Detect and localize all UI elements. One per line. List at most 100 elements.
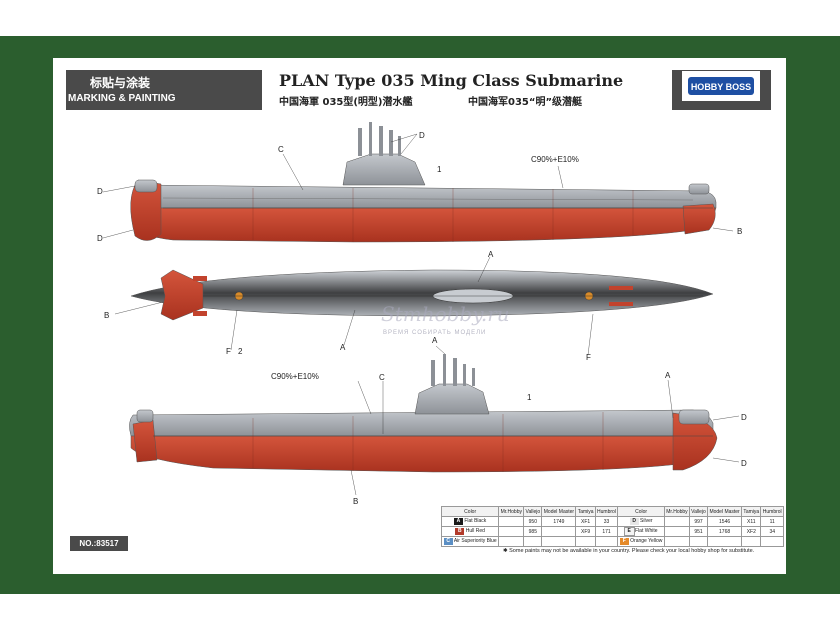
tamiya-value: X11 <box>741 516 762 527</box>
paint-color-table: Color Mr.Hobby Vallejo Model Master Tami… <box>440 506 784 547</box>
callout-d: D <box>419 131 425 140</box>
swatch-b: B <box>455 528 465 535</box>
col-vallejo: Vallejo <box>688 506 709 517</box>
color-cell: A Flat Black <box>440 516 500 527</box>
swatch-f: F <box>619 538 629 545</box>
callout-f: F <box>586 353 591 362</box>
swatch-d: D <box>629 518 639 525</box>
callout-mix: C90%+E10% <box>531 155 579 164</box>
submarine-drawings: C D 1 C90%+E10% D D B A B F 2 A F A C90%… <box>97 122 747 506</box>
color-cell: C Air Superiority Blue <box>440 536 500 547</box>
mr-hobby-value <box>498 526 525 537</box>
section-title-en: MARKING & PAINTING <box>68 93 176 104</box>
top-view <box>130 269 714 321</box>
col-tamiya: Tamiya <box>741 506 762 517</box>
color-name: Orange Yellow <box>630 538 663 544</box>
watermark-text: Stmhobby.ru <box>381 302 510 326</box>
color-name: Hull Red <box>465 528 485 534</box>
swatch-c: C <box>443 538 453 545</box>
callout-mix: C90%+E10% <box>271 372 319 381</box>
hobby-boss-logo: HOBBY BOSS <box>682 71 760 101</box>
callout-d: D <box>97 187 103 196</box>
callout-c: C <box>278 145 284 154</box>
color-name: Flat Black <box>464 518 487 524</box>
model-master-value: 1768 <box>707 526 743 537</box>
callout-c: C <box>379 373 385 382</box>
vallejo-value: 950 <box>523 516 543 527</box>
model-master-value: 1749 <box>541 516 577 527</box>
humbrol-value: 34 <box>760 526 784 537</box>
mr-hobby-value <box>663 536 690 547</box>
mr-hobby-value <box>663 516 690 527</box>
callout-f: F <box>226 347 231 356</box>
color-name: Flat White <box>635 528 658 534</box>
callout-a: A <box>432 336 438 345</box>
callout-one: 1 <box>437 165 442 174</box>
table-row: A Flat Black 950 1749 XF1 33 D Silver 99… <box>440 516 784 527</box>
color-name: Air Superiority Blue <box>453 538 497 544</box>
paint-availability-note: ✱ Some paints may not be available in yo… <box>503 548 755 554</box>
vallejo-value: 985 <box>523 526 543 537</box>
mr-hobby-value <box>498 516 525 527</box>
side-view-port <box>129 354 718 473</box>
humbrol-value: 33 <box>594 516 619 527</box>
callout-b: B <box>737 227 742 236</box>
callout-a: A <box>488 250 494 259</box>
svg-text:HOBBY BOSS: HOBBY BOSS <box>691 82 751 92</box>
table-header-row: Color Mr.Hobby Vallejo Model Master Tami… <box>440 506 784 517</box>
vallejo-value: 997 <box>688 516 709 527</box>
product-number: NO.:83517 <box>70 536 128 551</box>
callout-one: 1 <box>527 393 532 402</box>
mr-hobby-value <box>663 526 690 537</box>
humbrol-value: 11 <box>760 516 784 527</box>
callout-labels: C D 1 C90%+E10% D D B A B F 2 A F A C90%… <box>97 131 747 506</box>
col-color: Color <box>440 506 500 517</box>
color-name: Silver <box>640 518 653 524</box>
color-cell: E Flat White <box>617 526 665 537</box>
vallejo-value <box>688 536 709 547</box>
callout-b: B <box>104 311 109 320</box>
subtitle-chinese: 中国海军035“明”级潜艇 <box>468 97 583 108</box>
col-vallejo: Vallejo <box>523 506 543 517</box>
color-cell: B Hull Red <box>440 526 500 537</box>
col-model-master: Model Master <box>541 506 577 517</box>
tamiya-value: XF1 <box>575 516 596 527</box>
tamiya-value: XF9 <box>575 526 596 537</box>
side-view-starboard <box>130 122 717 243</box>
mr-hobby-value <box>498 536 525 547</box>
humbrol-value: 171 <box>594 526 619 537</box>
col-mr-hobby: Mr.Hobby <box>663 506 690 517</box>
section-label: 标贴与涂装 MARKING & PAINTING <box>66 70 176 110</box>
swatch-a: A <box>453 518 463 525</box>
callout-d: D <box>741 459 747 468</box>
humbrol-value <box>594 536 619 547</box>
model-master-value <box>541 536 577 547</box>
subtitle-japanese: 中国海軍 035型(明型)潜水艦 <box>279 97 413 108</box>
watermark-subtitle: ВРЕМЯ СОБИРАТЬ МОДЕЛИ <box>383 330 487 336</box>
callout-two: 2 <box>238 347 243 356</box>
col-humbrol: Humbrol <box>760 506 784 517</box>
callout-a: A <box>665 371 671 380</box>
note-text: Some paints may not be available in your… <box>509 548 755 554</box>
col-humbrol: Humbrol <box>594 506 619 517</box>
model-master-value <box>541 526 577 537</box>
callout-d: D <box>97 234 103 243</box>
model-master-value: 1546 <box>707 516 743 527</box>
swatch-e: E <box>623 527 635 536</box>
callout-lines <box>102 133 740 496</box>
humbrol-value <box>760 536 784 547</box>
col-color: Color <box>617 506 665 517</box>
color-cell: F Orange Yellow <box>617 536 665 547</box>
page-title: PLAN Type 035 Ming Class Submarine <box>279 71 624 90</box>
callout-a: A <box>340 343 346 352</box>
col-mr-hobby: Mr.Hobby <box>498 506 525 517</box>
col-tamiya: Tamiya <box>575 506 596 517</box>
callout-d: D <box>741 413 747 422</box>
section-title-cn: 标贴与涂装 <box>90 76 151 90</box>
tamiya-value: XF2 <box>741 526 762 537</box>
table-row: C Air Superiority Blue F Orange Yellow <box>440 536 784 547</box>
table-row: B Hull Red 985 XF9 171 E Flat White 951 … <box>440 526 784 537</box>
vallejo-value: 951 <box>688 526 709 537</box>
col-model-master: Model Master <box>707 506 743 517</box>
tamiya-value <box>741 536 762 547</box>
